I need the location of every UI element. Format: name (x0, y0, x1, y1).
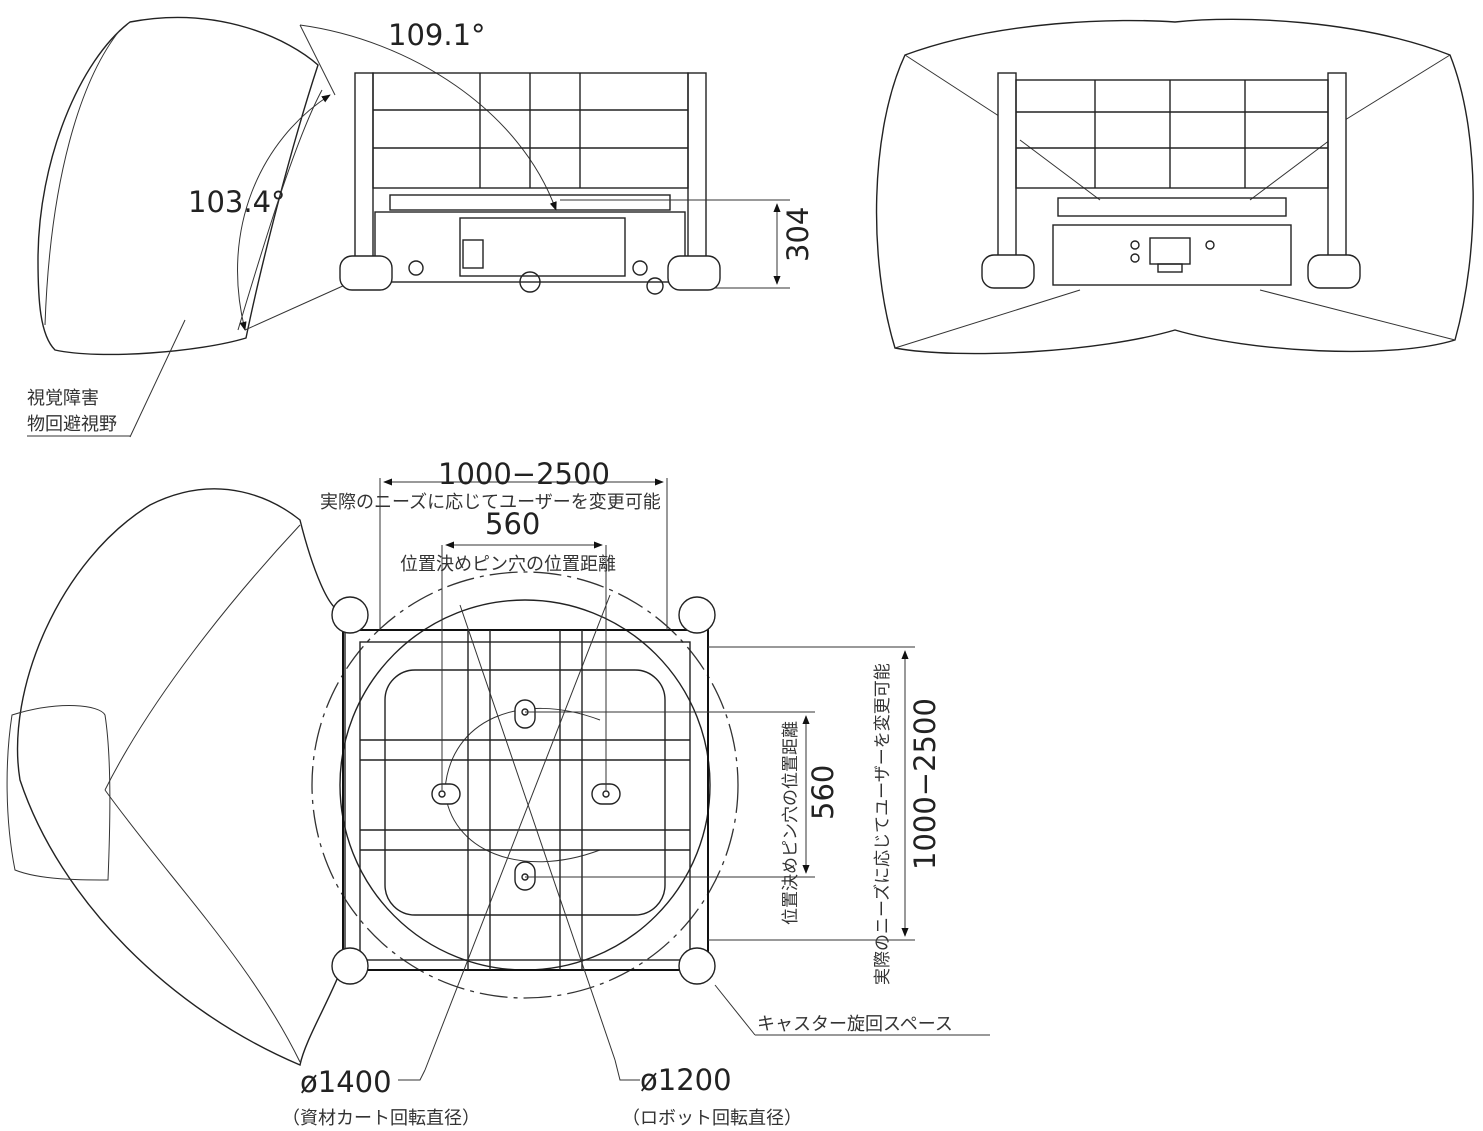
angle-side-label: 103.4° (188, 185, 286, 219)
vision-field-shape (37, 16, 319, 356)
vertical-pin-note-label: 位置決めピン穴の位置距離 (781, 721, 801, 925)
pin-dim-label: 560 (485, 507, 540, 541)
rear-vision-field (875, 18, 1474, 355)
width-note-label: 実際のニーズに応じてユーザーを変更可能 (320, 492, 661, 513)
vertical-pin-dim-label: 560 (806, 765, 840, 820)
top-view: 1000−2500 実際のニーズに応じてユーザーを変更可能 560 位置決めピン… (6, 457, 990, 1129)
front-view: 109.1° 103.4° 304 (27, 16, 815, 438)
dia-robot-label: ø1200 (640, 1063, 732, 1097)
angle-top-label: 109.1° (388, 18, 486, 52)
cart-rotation-circle (311, 571, 739, 999)
caster-label: キャスター旋回スペース (757, 1014, 953, 1035)
dia-cart-label: ø1400 (300, 1065, 392, 1099)
rear-view (875, 18, 1474, 355)
vision-label-line2: 物回避視野 (27, 414, 117, 435)
height-dim-label: 304 (781, 207, 815, 262)
cart-frame (342, 629, 709, 971)
vertical-width-dim-label: 1000−2500 (908, 698, 942, 870)
pin-note-label: 位置決めピン穴の位置距離 (400, 554, 616, 575)
dia-robot-note: （ロボット回転直径） (622, 1108, 802, 1129)
vision-label-line1: 視覚障害 (27, 388, 99, 409)
dia-cart-note: （資材カート回転直径） (282, 1108, 480, 1129)
robot-front (339, 72, 721, 295)
width-dim-label: 1000−2500 (438, 457, 610, 491)
vertical-width-note-label: 実際のニーズに応じてユーザーを変更可能 (873, 663, 893, 985)
top-vision-field (16, 488, 346, 1066)
